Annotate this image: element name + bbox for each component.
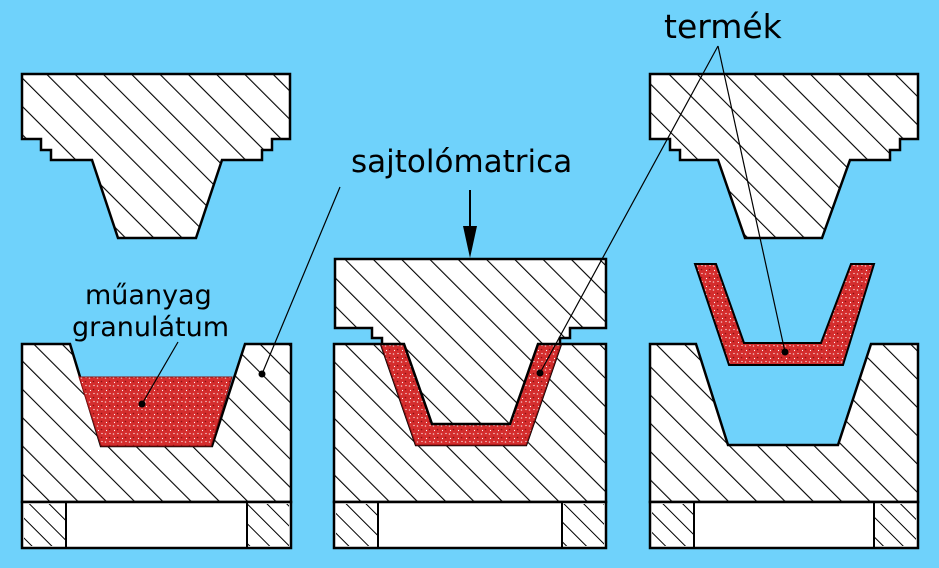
lower-die-3 [648, 342, 920, 504]
leader-termek-1 [539, 45, 719, 374]
leader-dots [138, 348, 789, 408]
label-termek: termék [664, 7, 783, 46]
label-muanyag: műanyag [85, 280, 212, 311]
base-plate-1 [20, 500, 293, 550]
press-force-arrow [463, 190, 477, 258]
leader-termek-2 [717, 45, 786, 353]
leader-granulatum [141, 341, 179, 405]
label-sajtolomatrica: sajtolómatrica [351, 144, 572, 180]
upper-punch-3 [648, 72, 920, 240]
panel-pressing [332, 190, 608, 550]
leader-lines [141, 45, 786, 405]
leader-sajtolomatrica [261, 186, 341, 375]
plastic-granulate [78, 376, 233, 447]
upper-punch-2 [333, 257, 608, 426]
panel-open-mold [20, 72, 293, 550]
base-plate-2 [332, 500, 608, 550]
base-plate-3 [648, 500, 920, 550]
plastic-product-ejected [693, 263, 876, 366]
label-granulatum: granulátum [72, 312, 229, 343]
upper-punch-1 [20, 72, 292, 240]
panel-ejected [648, 72, 920, 550]
